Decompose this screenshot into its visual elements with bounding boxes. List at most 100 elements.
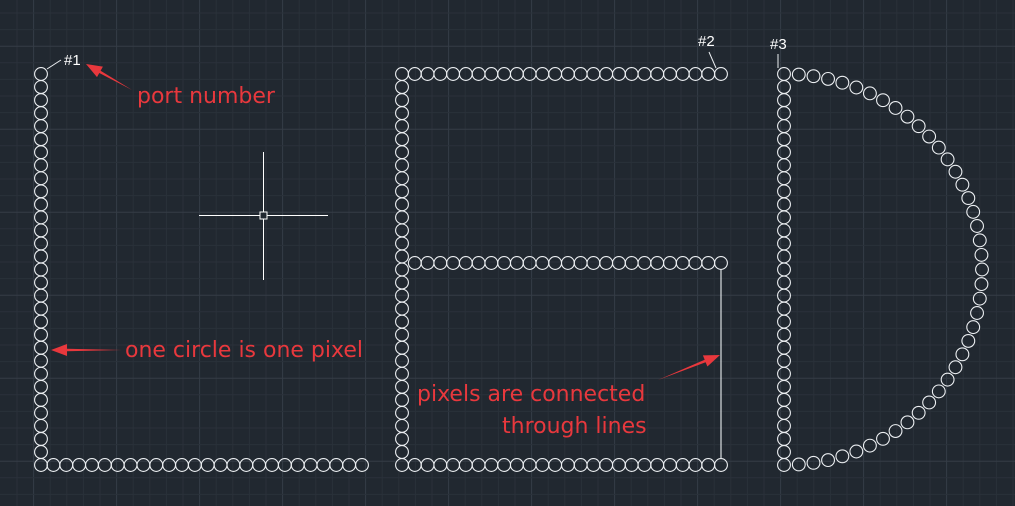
led-pixel bbox=[961, 191, 976, 206]
led-pixel bbox=[911, 405, 926, 420]
led-pixel bbox=[876, 93, 890, 108]
led-pixel bbox=[972, 233, 987, 248]
annotation-connected-line2: through lines bbox=[502, 414, 647, 439]
led-pixel bbox=[471, 458, 486, 472]
led-pixel bbox=[777, 275, 791, 290]
led-pixel bbox=[110, 458, 125, 472]
led-pixel bbox=[395, 210, 409, 225]
led-pixel bbox=[663, 67, 677, 81]
led-pixel bbox=[922, 395, 937, 410]
led-pixel bbox=[900, 415, 915, 430]
led-pixel bbox=[777, 132, 791, 147]
led-pixel bbox=[34, 158, 48, 173]
led-pixel bbox=[972, 291, 987, 306]
led-pixel bbox=[599, 67, 614, 81]
led-pixel bbox=[395, 458, 409, 472]
led-pixel bbox=[265, 458, 279, 472]
led-pixel bbox=[599, 256, 614, 270]
led-pixel bbox=[849, 444, 864, 459]
led-pixel bbox=[777, 392, 791, 407]
led-pixel bbox=[777, 405, 791, 420]
led-pixel bbox=[395, 327, 409, 342]
led-pixel bbox=[34, 340, 48, 355]
led-pixel bbox=[34, 132, 48, 147]
led-pixel bbox=[970, 219, 984, 233]
led-pixel bbox=[395, 67, 409, 81]
led-pixel bbox=[34, 119, 48, 134]
led-pixel bbox=[458, 67, 473, 81]
led-pixel bbox=[777, 80, 791, 94]
led-pixel bbox=[395, 340, 409, 355]
led-pixel bbox=[650, 67, 665, 81]
led-pixel bbox=[252, 458, 267, 472]
led-pixel bbox=[471, 256, 486, 270]
led-pixel bbox=[46, 458, 61, 472]
led-pixel bbox=[149, 458, 164, 472]
led-pixel bbox=[548, 458, 563, 472]
led-pixel bbox=[961, 333, 976, 348]
port-label-3: #3 bbox=[770, 36, 787, 53]
led-pixel bbox=[395, 379, 409, 394]
crosshair-cursor-icon bbox=[199, 152, 328, 280]
led-pixel bbox=[573, 256, 588, 270]
led-pixel bbox=[663, 458, 677, 472]
led-pixel bbox=[791, 67, 806, 82]
led-pixel bbox=[484, 458, 499, 472]
led-pixel bbox=[395, 445, 409, 459]
led-pixel bbox=[395, 223, 409, 238]
led-pixel bbox=[59, 458, 74, 472]
led-pixel bbox=[34, 353, 48, 368]
led-pixel bbox=[458, 256, 473, 270]
led-pixel bbox=[911, 119, 926, 134]
led-pixel bbox=[948, 164, 963, 179]
led-pixel bbox=[395, 249, 409, 264]
led-pixel bbox=[395, 301, 409, 316]
led-pixel bbox=[407, 256, 422, 270]
led-pixel bbox=[329, 458, 344, 472]
connection-lines bbox=[46, 51, 779, 458]
led-pixel bbox=[548, 67, 563, 81]
led-pixel bbox=[777, 171, 791, 186]
led-pixel bbox=[888, 424, 903, 438]
led-pixel bbox=[395, 158, 409, 173]
led-pixel bbox=[395, 431, 409, 446]
led-pixel bbox=[931, 140, 946, 155]
led-pixel bbox=[675, 256, 690, 270]
arrow-icon bbox=[51, 344, 122, 356]
led-pixel bbox=[777, 119, 791, 134]
led-pixel bbox=[395, 262, 409, 277]
led-pixel bbox=[407, 67, 422, 81]
letter-e-pixels bbox=[395, 67, 728, 472]
led-pixel bbox=[777, 418, 791, 433]
led-pixel bbox=[395, 236, 409, 251]
led-pixel bbox=[136, 458, 151, 472]
arrow-icon bbox=[86, 64, 132, 90]
led-pixel bbox=[395, 275, 409, 290]
led-pixel bbox=[226, 458, 241, 472]
led-pixel bbox=[931, 384, 946, 399]
led-pixel bbox=[791, 457, 806, 472]
led-pixel bbox=[821, 71, 836, 86]
led-pixel bbox=[777, 327, 791, 342]
led-pixel bbox=[34, 301, 48, 316]
led-pixel bbox=[34, 67, 48, 81]
led-pixel bbox=[806, 455, 821, 470]
led-pixel bbox=[637, 256, 652, 270]
led-pixel bbox=[573, 458, 588, 472]
led-pixel bbox=[701, 256, 716, 270]
led-pixel bbox=[821, 453, 836, 468]
led-pixel bbox=[497, 458, 512, 472]
led-pixel bbox=[34, 171, 48, 186]
led-pixel bbox=[34, 445, 48, 459]
led-pixel bbox=[806, 69, 821, 84]
led-pixel bbox=[34, 249, 48, 264]
led-pixel bbox=[650, 458, 665, 472]
port-label-2: #2 bbox=[698, 33, 715, 50]
led-pixel bbox=[940, 152, 955, 167]
led-pixel bbox=[777, 145, 791, 160]
led-pixel bbox=[34, 80, 48, 94]
led-pixel bbox=[395, 405, 409, 420]
